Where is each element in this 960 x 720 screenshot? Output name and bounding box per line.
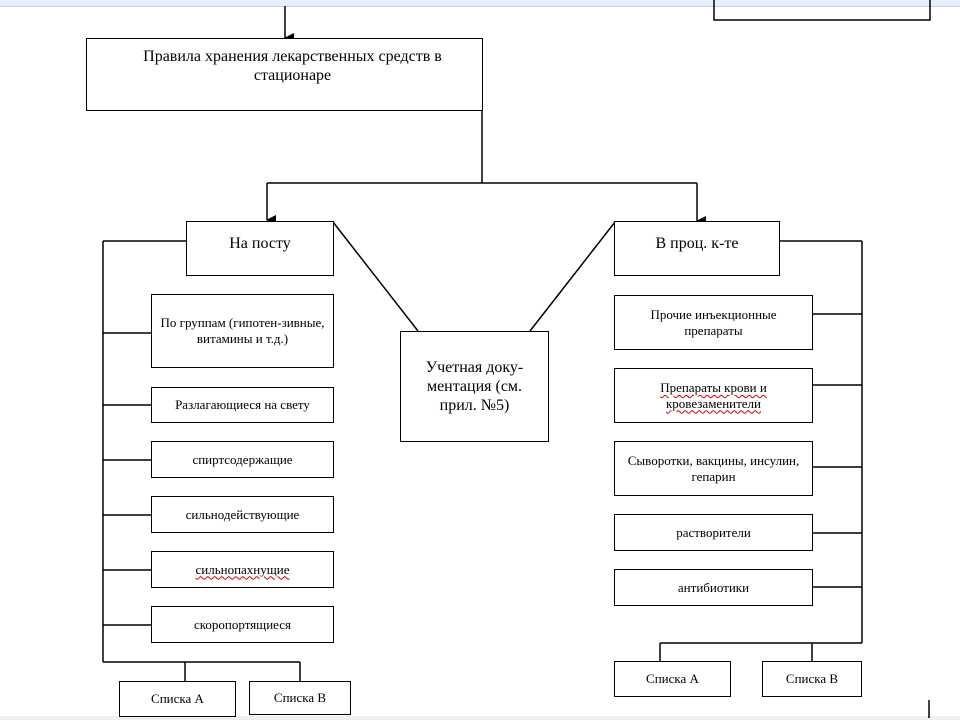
left-item-label: сильнопахнущие bbox=[195, 561, 290, 577]
left-item-label: По группам (гипотен-зивные, витамины и т… bbox=[160, 315, 325, 346]
right-item-label: Прочие инъекционные препараты bbox=[650, 306, 777, 338]
left-title-box: На посту bbox=[186, 221, 334, 276]
right-list-a-box: Списка А bbox=[614, 661, 731, 697]
right-item-box-blood: Препараты крови и кровезаменители bbox=[614, 368, 813, 423]
left-title-label: На посту bbox=[229, 235, 291, 252]
center-label: Учетная доку-ментация (см. прил. №5) bbox=[425, 358, 524, 415]
top-right-partial-box bbox=[713, 0, 931, 21]
left-item-box-groups: По группам (гипотен-зивные, витамины и т… bbox=[151, 294, 334, 368]
root-box: Правила хранения лекарственных средств в… bbox=[86, 38, 483, 111]
left-item-box-odorous: сильнопахнущие bbox=[151, 551, 334, 588]
left-item-label: сильнодействующие bbox=[185, 506, 300, 522]
root-label: Правила хранения лекарственных средств в… bbox=[143, 48, 442, 85]
right-item-label: антибиотики bbox=[677, 579, 750, 595]
left-list-b-box: Списка В bbox=[249, 681, 351, 715]
left-item-label: скоропортящиеся bbox=[193, 616, 291, 632]
left-item-label: Разлагающиеся на свету bbox=[175, 397, 310, 413]
right-title-box: В проц. к-те bbox=[614, 221, 780, 276]
window-top-strip bbox=[0, 0, 960, 7]
list-label: Списка В bbox=[785, 671, 839, 687]
left-item-box-perishable: скоропортящиеся bbox=[151, 606, 334, 643]
center-documentation-box: Учетная доку-ментация (см. прил. №5) bbox=[400, 331, 549, 442]
right-item-box-injections: Прочие инъекционные препараты bbox=[614, 295, 813, 350]
window-bottom-strip bbox=[0, 716, 960, 720]
list-label: Списка А bbox=[646, 671, 699, 687]
left-item-label: спиртсодержащие bbox=[192, 451, 293, 467]
right-item-label: Сыворотки, вакцины, инсулин, гепарин bbox=[627, 452, 800, 484]
list-label: Списка В bbox=[273, 690, 327, 706]
right-item-box-antibiotics: антибиотики bbox=[614, 569, 813, 606]
left-item-box-alcohol: спиртсодержащие bbox=[151, 441, 334, 478]
list-label: Списка А bbox=[151, 691, 204, 707]
right-list-b-box: Списка В bbox=[762, 661, 862, 697]
right-title-label: В проц. к-те bbox=[655, 235, 739, 252]
left-list-a-box: Списка А bbox=[119, 681, 236, 717]
left-item-box-potent: сильнодействующие bbox=[151, 496, 334, 533]
right-item-box-vaccines: Сыворотки, вакцины, инсулин, гепарин bbox=[614, 441, 813, 496]
right-item-box-solvents: растворители bbox=[614, 514, 813, 551]
right-item-label: растворители bbox=[676, 524, 751, 540]
right-item-label: Препараты крови и кровезаменители bbox=[660, 379, 767, 411]
left-item-box-light: Разлагающиеся на свету bbox=[151, 387, 334, 423]
